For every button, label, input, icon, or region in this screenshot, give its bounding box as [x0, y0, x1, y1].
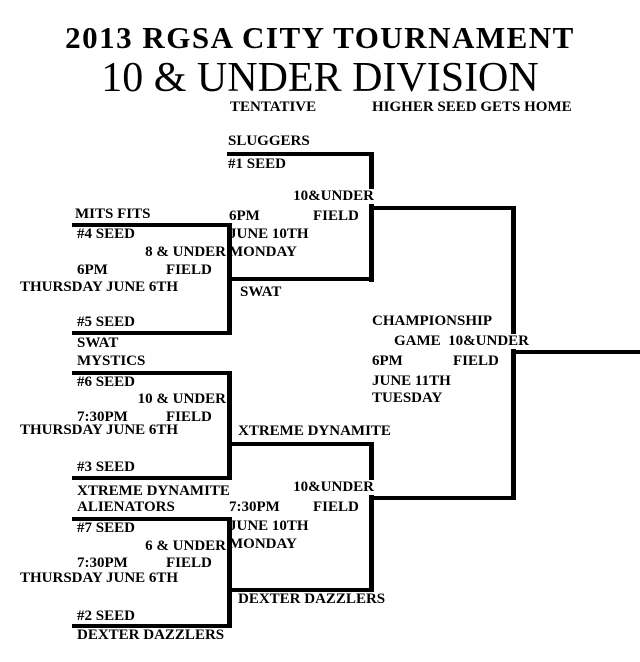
seed-5-label: #5 SEED [77, 314, 135, 330]
tentative-note: TENTATIVE [230, 99, 317, 115]
qf1-field-size: 8 & UNDER [145, 244, 226, 260]
qf2-field-word: FIELD [166, 409, 212, 425]
championship-label: CHAMPIONSHIP [372, 313, 492, 329]
team-alienators: ALIENATORS [77, 499, 175, 515]
sf2-time: 7:30PM [229, 499, 280, 515]
qf2-field-size: 10 & UNDER [137, 391, 226, 407]
sf1-field-word: FIELD [313, 208, 359, 224]
page-title: 2013 RGSA CITY TOURNAMENT [65, 20, 575, 55]
sf1-day: MONDAY [229, 244, 297, 260]
sf2-day: MONDAY [229, 536, 297, 552]
sf1-time: 6PM [229, 208, 260, 224]
line-qf3-top-seed [72, 517, 232, 521]
sf2-bottom-team-dexter-dazzlers: DEXTER DAZZLERS [238, 591, 386, 607]
higher-seed-note: HIGHER SEED GETS HOME [372, 99, 572, 115]
qf3-time: 7:30PM [77, 555, 128, 571]
line-qf3-winner [227, 588, 374, 592]
line-qf2-winner [227, 442, 374, 446]
team-dexter-dazzlers: DEXTER DAZZLERS [77, 627, 225, 643]
line-sf1-top-seed [227, 152, 374, 156]
line-qf1-winner [227, 277, 374, 281]
sf1-bottom-team-swat: SWAT [240, 284, 282, 300]
seed-6-label: #6 SEED [77, 374, 135, 390]
line-sf1-winner [369, 206, 516, 210]
line-champion-winner [511, 350, 640, 354]
seed-7-label: #7 SEED [77, 520, 135, 536]
seed-2-label: #2 SEED [77, 608, 135, 624]
team-mits-fits: MITS FITS [75, 206, 151, 222]
sf2-top-team-xtreme-dynamite: XTREME DYNAMITE [238, 423, 391, 439]
seed-1-label: #1 SEED [228, 156, 286, 172]
final-field-word: FIELD [453, 353, 499, 369]
qf2-date: THURSDAY JUNE 6TH [20, 422, 179, 438]
sf2-date: JUNE 10TH [229, 518, 309, 534]
line-sf1-connector [369, 152, 374, 282]
team-sluggers: SLUGGERS [228, 133, 310, 149]
line-qf1-top-seed [72, 223, 232, 227]
line-qf3-connector [227, 517, 232, 628]
team-xtreme-dynamite: XTREME DYNAMITE [77, 483, 230, 499]
sf2-field-word: FIELD [313, 499, 359, 515]
qf1-field-word: FIELD [166, 262, 212, 278]
line-qf3-bottom-seed [72, 624, 232, 628]
qf3-field-word: FIELD [166, 555, 212, 571]
line-sf2-connector [369, 442, 374, 592]
line-qf2-bottom-seed [72, 476, 232, 480]
qf1-time: 6PM [77, 262, 108, 278]
championship-game-label: GAME 10&UNDER [394, 333, 529, 349]
line-sf2-winner [369, 496, 516, 500]
sf1-date: JUNE 10TH [229, 226, 309, 242]
final-day: TUESDAY [372, 390, 443, 406]
sf1-field-size: 10&UNDER [293, 188, 374, 204]
final-time: 6PM [372, 353, 403, 369]
team-mystics: MYSTICS [77, 353, 146, 369]
division-subtitle: 10 & UNDER DIVISION [101, 55, 539, 101]
qf3-field-size: 6 & UNDER [145, 538, 226, 554]
line-qf2-top-seed [72, 371, 232, 375]
qf1-date: THURSDAY JUNE 6TH [20, 279, 179, 295]
qf3-date: THURSDAY JUNE 6TH [20, 570, 179, 586]
line-qf1-bottom-seed [72, 331, 232, 335]
seed-3-label: #3 SEED [77, 459, 135, 475]
qf2-time: 7:30PM [77, 409, 128, 425]
team-swat: SWAT [77, 335, 119, 351]
seed-4-label: #4 SEED [77, 226, 135, 242]
line-qf2-connector [227, 371, 232, 480]
sf2-field-size: 10&UNDER [293, 479, 374, 495]
final-date: JUNE 11TH [372, 373, 451, 389]
